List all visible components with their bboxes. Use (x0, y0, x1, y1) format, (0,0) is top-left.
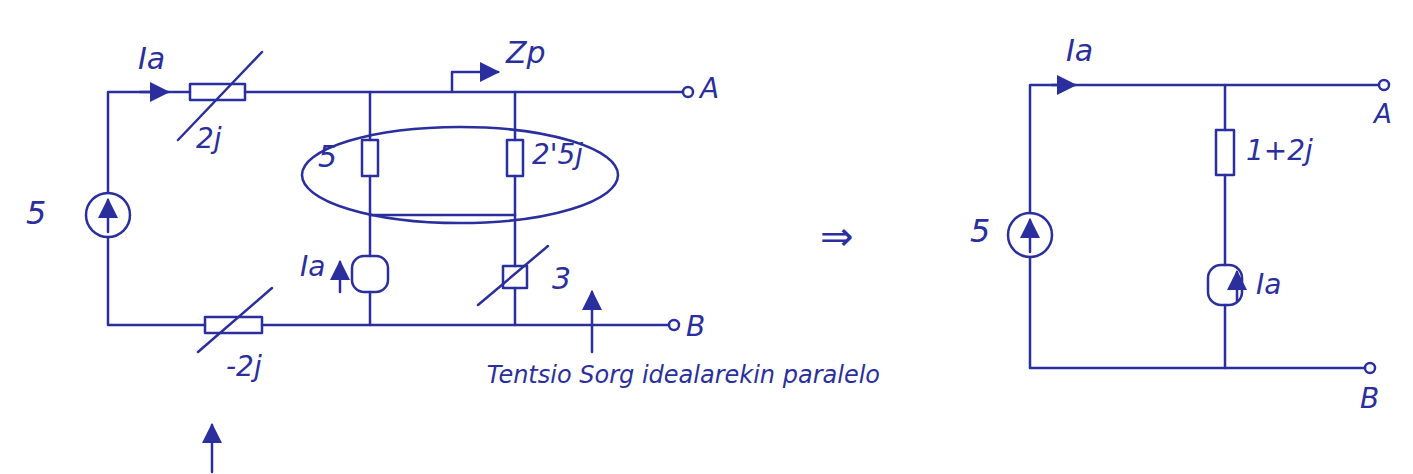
current-label: Ia (1066, 34, 1093, 67)
wire (369, 215, 372, 256)
terminal-label: A (1374, 100, 1392, 129)
current-source (86, 193, 130, 237)
impedance-label: 1+2j (1246, 136, 1313, 167)
leader-arrow (591, 292, 594, 352)
current-arrow (339, 262, 342, 292)
leader-arrow (211, 425, 214, 472)
wire (369, 176, 372, 215)
impedance-symbol (507, 140, 523, 176)
wire (514, 288, 517, 325)
wire (1224, 85, 1227, 130)
terminal-label: B (1360, 384, 1379, 415)
wire (369, 92, 372, 140)
source-arrow (1029, 220, 1032, 252)
grouping-ellipse (302, 127, 618, 223)
current-arrow (1052, 84, 1075, 87)
impedance-symbol (1216, 130, 1234, 175)
current-label: Ia (138, 42, 165, 75)
wire (1224, 175, 1227, 265)
source-label: 5 (970, 214, 990, 249)
note-text: Tentsio Sorg idealarekin paralelo (440, 362, 880, 388)
wire (370, 214, 515, 217)
wire (514, 92, 517, 140)
capacitor-symbol (503, 266, 527, 288)
capacitor-label: 3 (552, 262, 571, 295)
terminal (669, 320, 679, 330)
wire (1030, 257, 1364, 368)
terminal (1379, 80, 1389, 90)
current-arrow (140, 91, 168, 94)
wire (1030, 85, 1378, 213)
wire (108, 237, 205, 325)
variable-slash (478, 246, 548, 305)
impedance-label: 2'5j (532, 140, 583, 171)
source-label: 5 (26, 196, 46, 231)
current-arrow (1236, 272, 1239, 302)
capacitor-label: -2j (226, 352, 262, 383)
dependent-source (1208, 265, 1242, 305)
left-circuit (86, 52, 693, 472)
impedance-label: Zp (506, 36, 546, 69)
terminal (683, 87, 693, 97)
resistor-symbol (362, 140, 378, 176)
wire (369, 292, 372, 325)
inductor-label: 2j (196, 124, 222, 155)
terminal-label: A (700, 74, 719, 105)
current-label: Ia (1256, 270, 1281, 301)
wire (245, 91, 682, 94)
terminal-label: B (686, 312, 705, 343)
terminal (1365, 363, 1375, 373)
source-arrow (107, 200, 110, 232)
capacitor-symbol (205, 317, 262, 333)
variable-slash (198, 288, 272, 352)
current-label: Ia (300, 252, 325, 283)
wire (262, 324, 668, 327)
wire (1224, 305, 1227, 368)
impedance-arrow (452, 72, 498, 92)
right-circuit (1008, 80, 1389, 373)
resistor-label: 5 (318, 140, 337, 173)
wire (108, 92, 190, 193)
wire (514, 176, 517, 215)
arrow-symbol: ⇒ (820, 214, 854, 258)
dependent-source (352, 256, 388, 292)
wire (514, 215, 517, 266)
current-source (1008, 213, 1052, 257)
